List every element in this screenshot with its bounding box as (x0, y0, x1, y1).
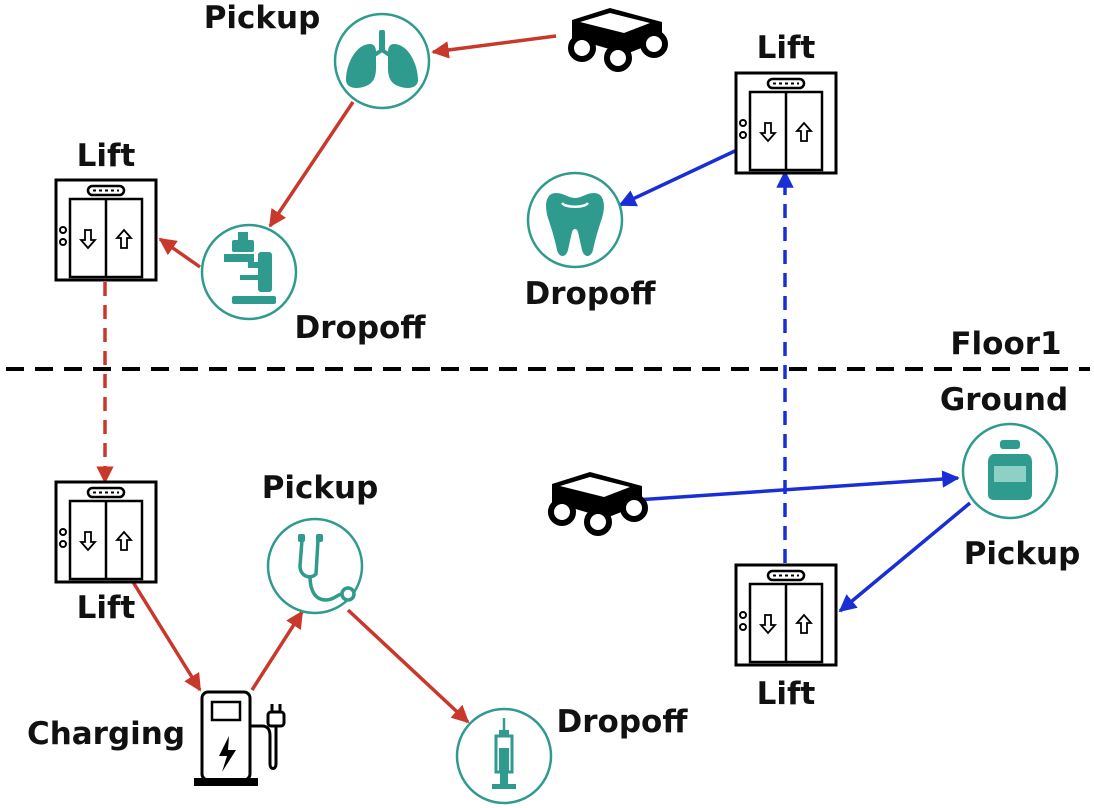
red-route-cart-to-pickup (431, 34, 557, 59)
red-route-charging-to-pickup (250, 610, 304, 691)
pickup-label: Pickup (204, 0, 321, 36)
robot-cart-icon (571, 8, 665, 69)
tooth-icon (526, 171, 624, 269)
red-route-lift-to-charging (131, 581, 202, 692)
red-route-dropoff-to-lift (158, 237, 202, 269)
lift-label: Lift (757, 676, 816, 712)
red-route-pickup-to-dropoff (268, 101, 355, 228)
lungs-icon (333, 12, 431, 110)
dropoff-label: Dropoff (525, 276, 657, 312)
lift-label: Lift (757, 30, 816, 66)
charging-label: Charging (27, 716, 185, 752)
dropoff-label: Dropoff (557, 704, 689, 740)
elevator-icon (54, 178, 158, 282)
floor1-label: Floor1 (950, 326, 1061, 362)
dropoff-label: Dropoff (295, 310, 427, 346)
red-route-pickup-to-dropoff-ground (346, 608, 470, 724)
syringe-icon (455, 707, 553, 805)
blue-route-pickup-to-lift (838, 501, 972, 613)
lift-label: Lift (77, 138, 136, 174)
pickup-label: Pickup (262, 470, 379, 506)
vial-icon (961, 422, 1059, 520)
microscope-icon (200, 223, 298, 321)
stethoscope-icon (266, 517, 364, 615)
elevator-icon (734, 563, 838, 667)
pickup-label: Pickup (964, 536, 1081, 572)
elevator-icon (54, 480, 158, 584)
blue-route-lift-to-dropoff (618, 148, 738, 207)
ground-label: Ground (940, 382, 1068, 418)
lift-label: Lift (77, 590, 136, 626)
elevator-icon (734, 71, 838, 175)
blue-route-cart-to-pickup (635, 470, 960, 502)
charging-station-icon (194, 690, 286, 786)
robot-cart-icon (551, 472, 645, 533)
